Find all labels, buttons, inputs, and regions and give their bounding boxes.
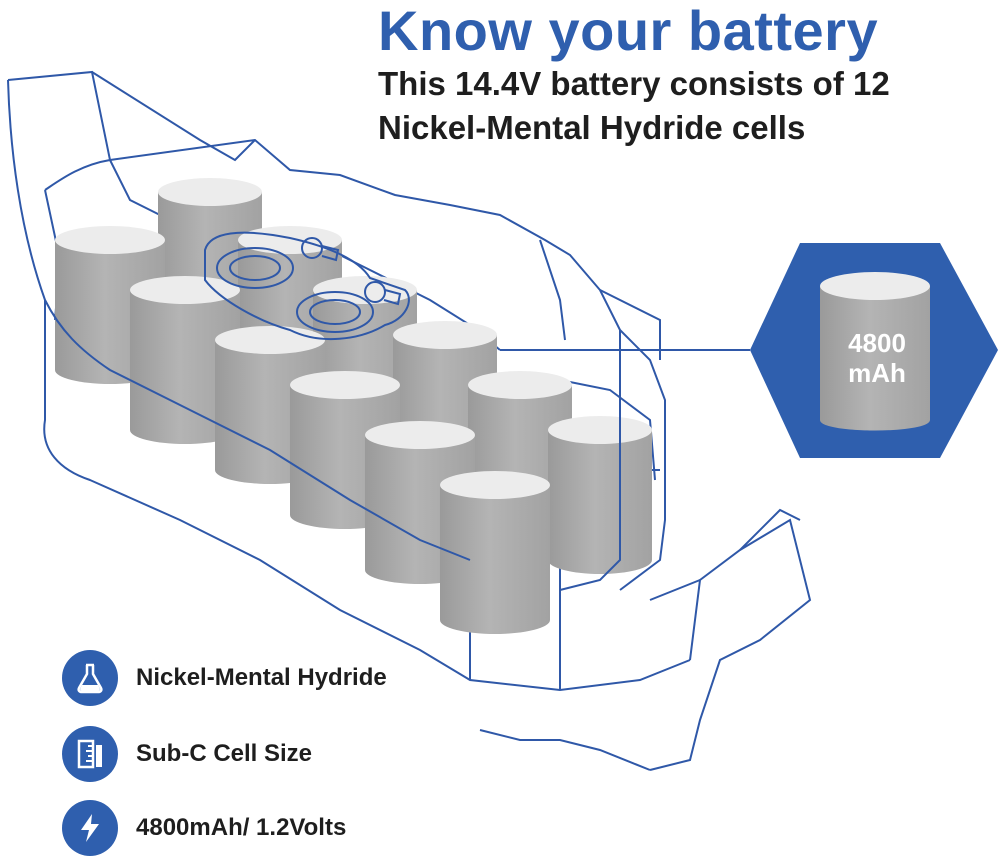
feature-label-cell-size: Sub-C Cell Size xyxy=(136,740,313,767)
battery-cell-top xyxy=(290,371,400,399)
feature-cell-size: Sub-C Cell Size xyxy=(62,726,312,782)
battery-cell-body xyxy=(440,485,550,634)
battery-cells xyxy=(55,178,652,634)
page-title: Know your battery xyxy=(378,0,879,62)
battery-cell-top xyxy=(393,321,497,349)
battery-cell-top xyxy=(55,226,165,254)
battery-cell-body xyxy=(548,430,652,574)
feature-capacity-voltage: 4800mAh/ 1.2Volts xyxy=(62,800,346,856)
feature-chemistry: Nickel-Mental Hydride xyxy=(62,650,387,706)
battery-cell-top xyxy=(365,421,475,449)
battery-cell-top xyxy=(440,471,550,499)
capacity-value: 4800 xyxy=(848,328,906,358)
feature-label-chemistry: Nickel-Mental Hydride xyxy=(136,664,387,691)
subtitle-line-2: Nickel-Mental Hydride cells xyxy=(378,109,806,146)
battery-cell-top xyxy=(238,226,342,254)
capacity-label: 4800 mAh xyxy=(822,328,932,388)
battery-cell-top xyxy=(158,178,262,206)
subtitle-line-1: This 14.4V battery consists of 12 xyxy=(378,65,890,102)
battery-cell-body xyxy=(130,290,240,444)
battery-cell xyxy=(440,471,550,634)
page-subtitle: This 14.4V battery consists of 12 Nickel… xyxy=(378,62,998,150)
battery-cell xyxy=(130,276,240,444)
battery-cell xyxy=(548,416,652,574)
ruler-icon xyxy=(62,726,118,782)
battery-cell-top xyxy=(548,416,652,444)
flask-icon xyxy=(62,650,118,706)
pack-front-outline xyxy=(44,239,621,591)
capacity-unit: mAh xyxy=(848,358,906,388)
terminal-plate xyxy=(204,231,410,340)
capacity-callout xyxy=(750,243,998,458)
lightning-bolt-icon xyxy=(62,800,118,856)
battery-cell-top xyxy=(130,276,240,304)
feature-label-capacity-voltage: 4800mAh/ 1.2Volts xyxy=(136,814,347,841)
battery-cell-top xyxy=(215,326,325,354)
battery-cell-top xyxy=(468,371,572,399)
